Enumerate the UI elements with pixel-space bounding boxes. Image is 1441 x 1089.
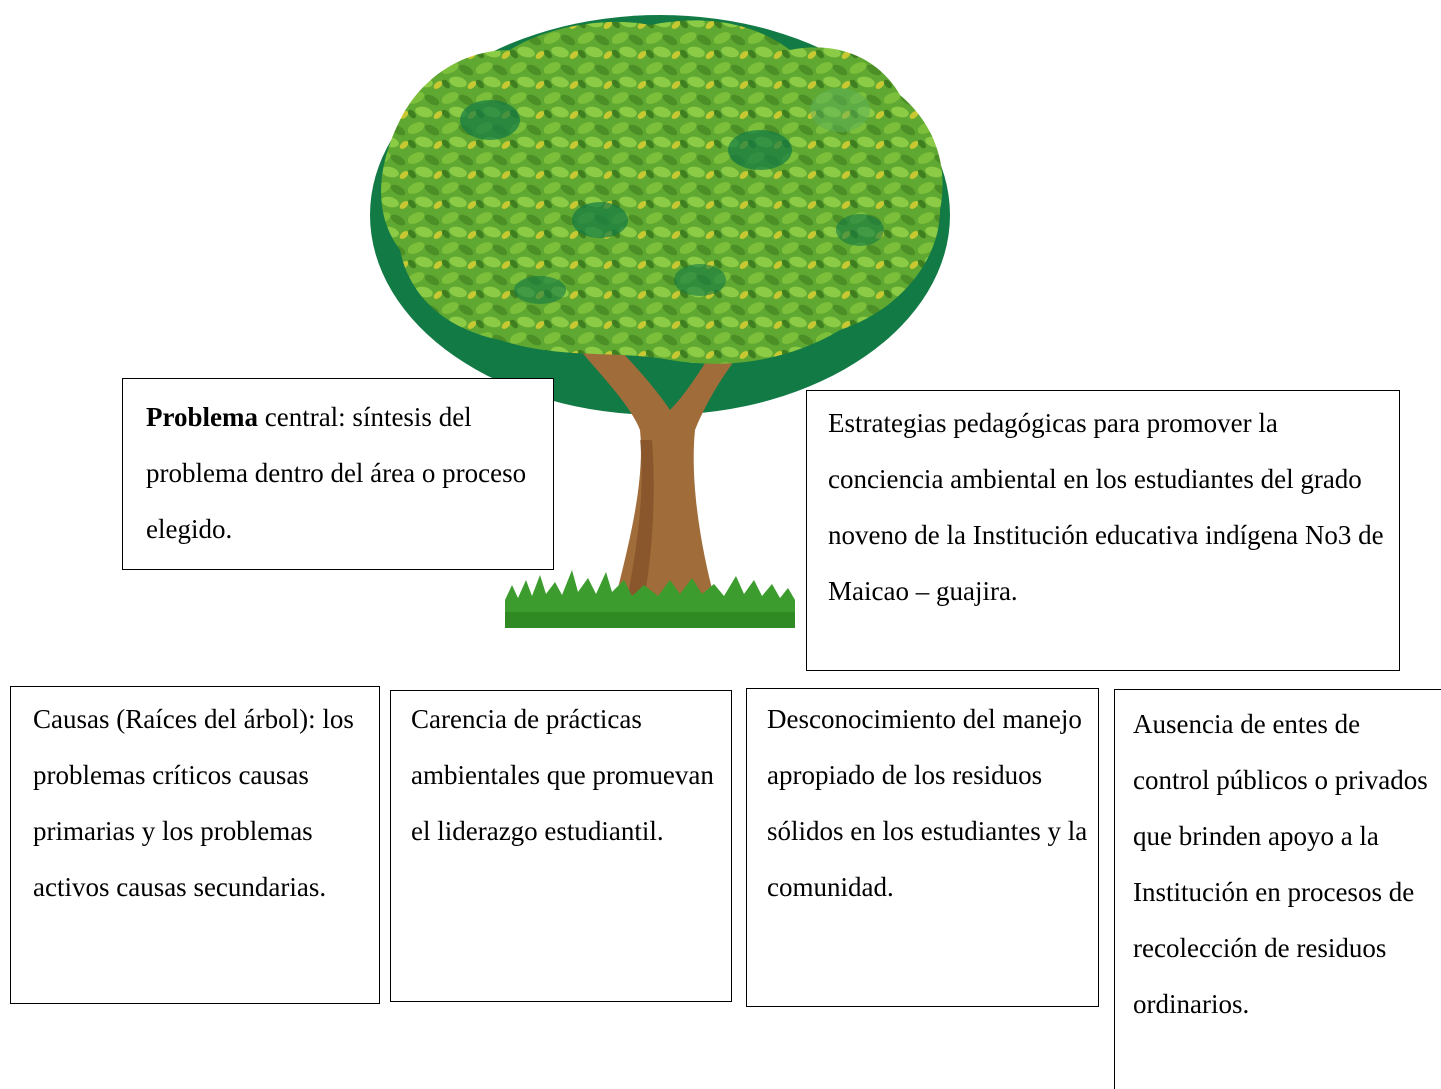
problem-box: Problema central: síntesis del problema …	[122, 378, 554, 570]
causes-legend-box: Causas (Raíces del árbol): los problemas…	[10, 686, 380, 1004]
cause-box-3: Ausencia de entes de control públicos o …	[1114, 689, 1441, 1089]
cause-text-2: Desconocimiento del manejo apropiado de …	[767, 704, 1088, 902]
strategy-box: Estrategias pedagógicas para promover la…	[806, 390, 1400, 671]
cause-box-2: Desconocimiento del manejo apropiado de …	[746, 688, 1099, 1007]
strategy-text: Estrategias pedagógicas para promover la…	[828, 408, 1384, 606]
problem-description: central: síntesis del problema dentro de…	[146, 402, 527, 544]
causes-legend-text: Causas (Raíces del árbol): los problemas…	[33, 704, 354, 902]
tree-canopy	[381, 20, 943, 364]
tree-trunk	[580, 345, 735, 600]
problem-bold-word: Problema	[146, 402, 258, 432]
cause-text-1: Carencia de prácticas ambientales que pr…	[411, 704, 714, 846]
tree-illustration	[370, 15, 950, 628]
cause-box-1: Carencia de prácticas ambientales que pr…	[390, 690, 732, 1002]
problem-text: Problema central: síntesis del problema …	[146, 389, 543, 557]
cause-text-3: Ausencia de entes de control públicos o …	[1133, 709, 1428, 1019]
